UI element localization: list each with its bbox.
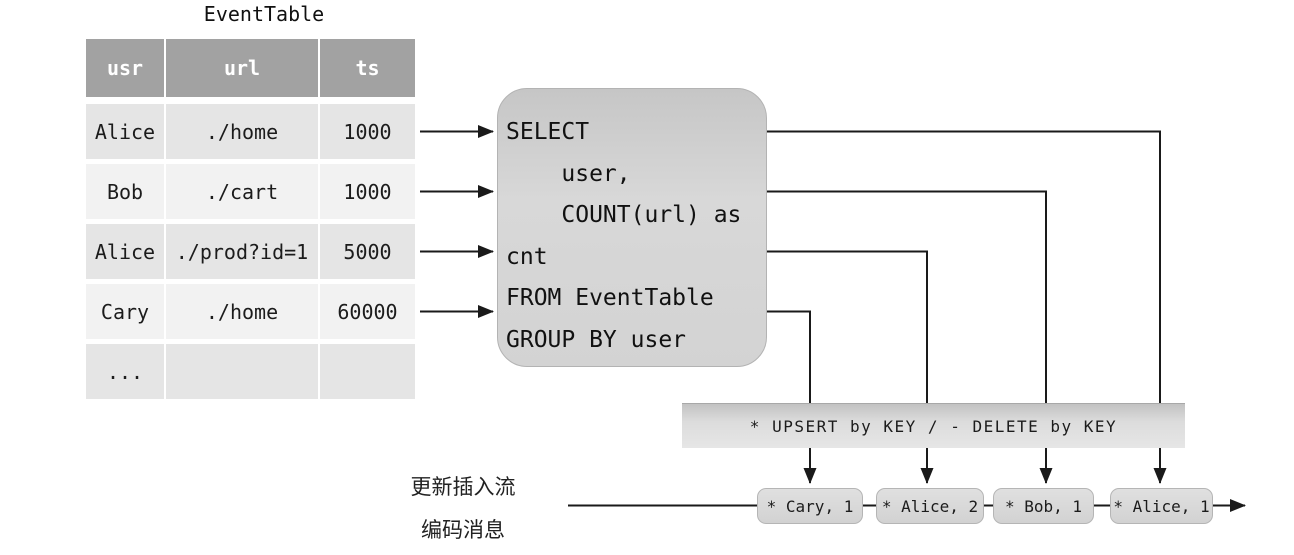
query-line: COUNT(url) as bbox=[506, 202, 742, 228]
operator-label: * UPSERT by KEY / - DELETE by KEY bbox=[749, 416, 1118, 436]
caption-line-1: 更新插入流 bbox=[410, 475, 516, 499]
query-box: SELECT user, COUNT(url) as cnt FROM Even… bbox=[497, 88, 767, 367]
caption-line-2: 编码消息 bbox=[421, 518, 505, 542]
table-row: Alice ./home 1000 bbox=[86, 104, 415, 159]
cell-url: ./home bbox=[166, 284, 318, 339]
table-row: Alice ./prod?id=1 5000 bbox=[86, 224, 415, 279]
query-line: FROM EventTable bbox=[506, 285, 714, 311]
message-box-cary-1: * Cary, 1 bbox=[757, 488, 863, 524]
table-header-row: usr url ts bbox=[86, 39, 415, 97]
upsert-delete-operator-box: * UPSERT by KEY / - DELETE by KEY bbox=[682, 403, 1185, 448]
cell-ts: 60000 bbox=[320, 284, 415, 339]
table-row-ellipsis: ... bbox=[86, 344, 415, 399]
cell-ts: 1000 bbox=[320, 164, 415, 219]
cell-ts: 1000 bbox=[320, 104, 415, 159]
query-line: cnt bbox=[506, 243, 548, 270]
cell-ts bbox=[320, 344, 415, 399]
header-cell-url: url bbox=[166, 39, 318, 97]
cell-url bbox=[166, 344, 318, 399]
query-to-msg3-arrow bbox=[766, 190, 1053, 484]
cell-usr: Bob bbox=[86, 164, 164, 219]
cell-ts: 5000 bbox=[320, 224, 415, 279]
message-box-alice-2: * Alice, 2 bbox=[876, 488, 984, 524]
query-to-msg1-arrow bbox=[766, 310, 817, 484]
table-title: EventTable bbox=[203, 2, 325, 26]
cell-url: ./cart bbox=[166, 164, 318, 219]
query-to-msg2-arrow bbox=[766, 250, 934, 484]
query-line: GROUP BY user bbox=[506, 326, 687, 353]
table-row: Bob ./cart 1000 bbox=[86, 164, 415, 219]
event-table: usr url ts Alice ./home 1000 Bob ./cart … bbox=[86, 39, 415, 404]
query-line: user, bbox=[506, 160, 631, 187]
stream-caption: 更新插入流 编码消息 bbox=[355, 473, 571, 544]
message-box-bob-1: * Bob, 1 bbox=[993, 488, 1094, 524]
cell-usr: ... bbox=[86, 344, 164, 399]
header-cell-ts: ts bbox=[320, 39, 415, 97]
header-cell-usr: usr bbox=[86, 39, 164, 97]
cell-usr: Alice bbox=[86, 224, 164, 279]
table-row: Cary ./home 60000 bbox=[86, 284, 415, 339]
query-line: SELECT bbox=[506, 119, 590, 145]
cell-usr: Cary bbox=[86, 284, 164, 339]
cell-usr: Alice bbox=[86, 104, 164, 159]
cell-url: ./prod?id=1 bbox=[166, 224, 318, 279]
cell-url: ./home bbox=[166, 104, 318, 159]
query-to-msg4-arrow bbox=[766, 130, 1167, 484]
message-box-alice-1: * Alice, 1 bbox=[1110, 488, 1213, 524]
